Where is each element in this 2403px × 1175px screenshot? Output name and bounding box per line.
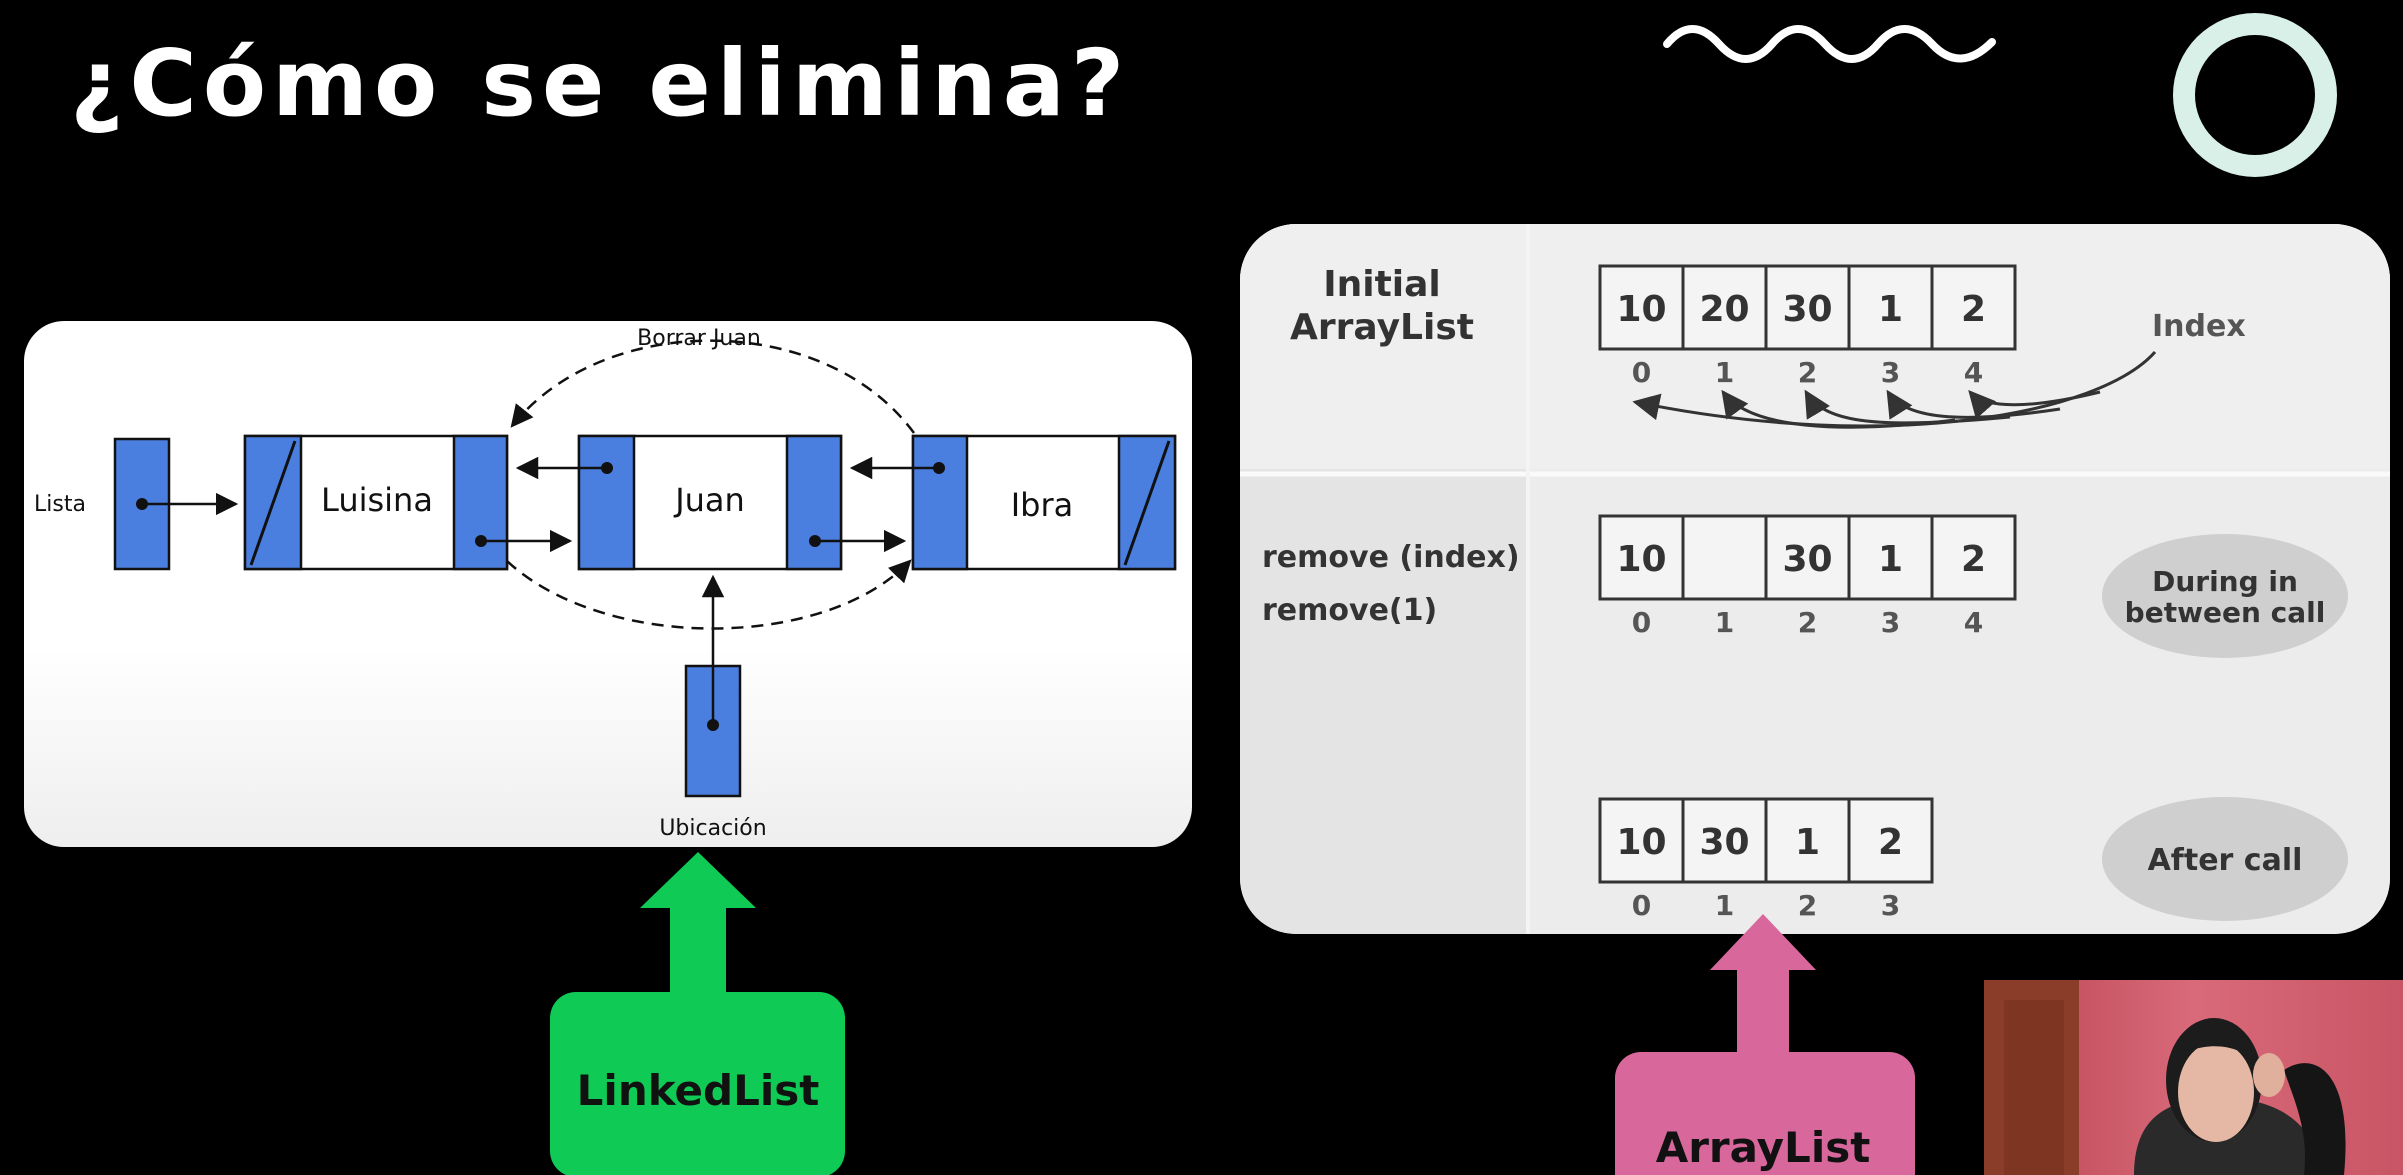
- arraylist-callout-label: ArrayList: [1656, 1123, 1871, 1172]
- array-index-label: 4: [1964, 606, 1983, 639]
- array-cell-value: 10: [1616, 539, 1666, 580]
- array-cell-value: 10: [1616, 822, 1666, 863]
- borrar-juan-note: Borrar Juan: [637, 326, 761, 351]
- array-cell: [1681, 514, 1768, 601]
- ubicacion-label: Ubicación: [659, 816, 766, 841]
- array-cell-value: 30: [1782, 539, 1832, 580]
- array-cell-value: 10: [1616, 289, 1666, 330]
- during-label-line2: remove(1): [1262, 593, 1437, 628]
- wave-icon: [1663, 25, 1996, 63]
- array-cell: [1764, 797, 1851, 884]
- array-cell: [1598, 797, 1685, 884]
- after-pill-label: After call: [2148, 843, 2303, 878]
- during-pill: [2102, 534, 2348, 658]
- during-array: 10 30 1 2 0 1 2 3 4: [1598, 514, 2017, 639]
- lista-label: Lista: [34, 492, 86, 517]
- array-cell: [1598, 264, 1685, 351]
- during-pill-line1: During in: [2152, 565, 2298, 598]
- array-index-label: 4: [1964, 356, 1983, 389]
- initial-label-line1: Initial: [1323, 264, 1441, 305]
- array-index-label: 3: [1881, 606, 1900, 639]
- array-index-label: 2: [1798, 356, 1817, 389]
- node-label: Ibra: [1011, 486, 1074, 524]
- array-index-label: 0: [1632, 606, 1651, 639]
- node-label: Luisina: [321, 481, 433, 519]
- node-luisina: Luisina: [243, 434, 509, 571]
- after-array: 10 30 1 2 0 1 2 3: [1598, 797, 1934, 922]
- array-cell: [1930, 264, 2017, 351]
- array-cell-value: 1: [1878, 539, 1903, 580]
- presenter-webcam: [1984, 980, 2403, 1175]
- array-cell-value: 1: [1795, 822, 1820, 863]
- array-index-label: 0: [1632, 356, 1651, 389]
- initial-label-line2: ArrayList: [1290, 307, 1474, 348]
- array-cell-value: 30: [1699, 822, 1749, 863]
- array-index-label: 3: [1881, 356, 1900, 389]
- array-index-label: 2: [1798, 889, 1817, 922]
- array-index-label: 3: [1881, 889, 1900, 922]
- array-cell: [1847, 514, 1934, 601]
- array-cell-value: 2: [1961, 289, 1986, 330]
- array-cell: [1764, 264, 1851, 351]
- array-cell-value: 30: [1782, 289, 1832, 330]
- array-cell: [1598, 514, 1685, 601]
- after-pill: [2102, 797, 2348, 921]
- array-cell: [1681, 264, 1768, 351]
- array-index-label: 1: [1715, 606, 1734, 639]
- array-cell-value: 1: [1878, 289, 1903, 330]
- array-cell-value: 2: [1878, 822, 1903, 863]
- during-label-line1: remove (index): [1262, 540, 1520, 575]
- ring-icon: [2173, 13, 2337, 177]
- array-cell-value: 2: [1961, 539, 1986, 580]
- arraylist-callout: ArrayList: [1615, 914, 1915, 1175]
- node-label: Juan: [673, 481, 745, 519]
- index-label: Index: [2152, 309, 2246, 344]
- array-index-label: 1: [1715, 889, 1734, 922]
- array-index-label: 0: [1632, 889, 1651, 922]
- node-ibra: Ibra: [911, 434, 1177, 571]
- array-cell-value: 20: [1699, 289, 1749, 330]
- node-juan: Juan: [577, 434, 843, 571]
- linkedlist-callout: LinkedList: [550, 852, 845, 1175]
- array-cell: [1764, 514, 1851, 601]
- array-index-label: 2: [1798, 606, 1817, 639]
- linkedlist-diagram: Lista Luisina Juan Ibra: [34, 326, 1177, 841]
- array-cell: [1930, 514, 2017, 601]
- array-index-label: 1: [1715, 356, 1734, 389]
- slide-title: ¿Cómo se elimina?: [70, 30, 1131, 137]
- linkedlist-callout-label: LinkedList: [577, 1066, 820, 1115]
- array-cell: [1847, 797, 1934, 884]
- linkedlist-diagram-panel: Lista Luisina Juan Ibra: [24, 321, 1192, 847]
- during-pill-line2: between call: [2125, 596, 2326, 629]
